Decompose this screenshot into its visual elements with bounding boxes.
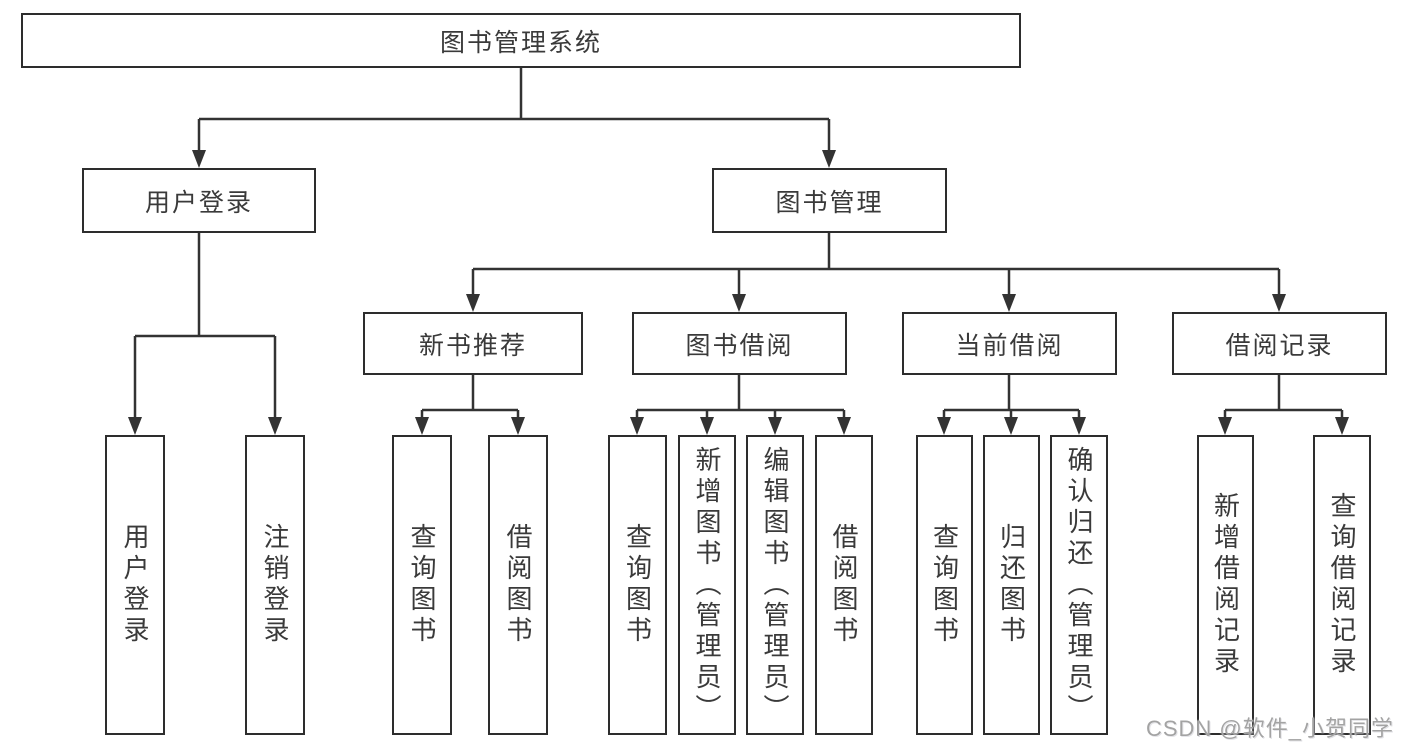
arrow-down-icon — [630, 417, 644, 435]
leaf-return-book: 归还图书 — [983, 435, 1040, 735]
leaf-query-books: 查询图书 — [916, 435, 973, 735]
node-new-book-recommendation: 新书推荐 — [363, 312, 583, 375]
watermark-text: CSDN @软件_小贺同学 — [1145, 716, 1394, 741]
leaf-add-book-admin: 新增图书（管理员） — [678, 435, 736, 735]
arrow-down-icon — [268, 417, 282, 435]
arrow-down-icon — [128, 417, 142, 435]
leaf-edit-book-admin: 编辑图书（管理员） — [746, 435, 804, 735]
arrow-down-icon — [1002, 294, 1016, 312]
arrow-down-icon — [192, 150, 206, 168]
arrow-down-icon — [511, 417, 525, 435]
node-borrowing-records: 借阅记录 — [1172, 312, 1387, 375]
leaf-query-books: 查询图书 — [608, 435, 667, 735]
node-book-borrowing: 图书借阅 — [632, 312, 847, 375]
node-book-management: 图书管理 — [712, 168, 947, 233]
arrow-down-icon — [837, 417, 851, 435]
arrow-down-icon — [937, 417, 951, 435]
arrow-down-icon — [768, 417, 782, 435]
arrow-down-icon — [1004, 417, 1018, 435]
node-user-login: 用户登录 — [82, 168, 316, 233]
arrow-down-icon — [1218, 417, 1232, 435]
leaf-query-borrow-record: 查询借阅记录 — [1313, 435, 1371, 735]
arrow-down-icon — [732, 294, 746, 312]
arrow-down-icon — [1335, 417, 1349, 435]
connector-path — [133, 68, 1344, 419]
arrow-down-icon — [466, 294, 480, 312]
node-current-borrowing: 当前借阅 — [902, 312, 1117, 375]
arrow-down-icon — [1272, 294, 1286, 312]
arrow-down-icon — [1072, 417, 1086, 435]
arrow-down-icon — [700, 417, 714, 435]
arrow-down-icon — [415, 417, 429, 435]
leaf-borrow-books: 借阅图书 — [815, 435, 873, 735]
arrow-down-icon — [822, 150, 836, 168]
leaf-confirm-return-admin: 确认归还（管理员） — [1050, 435, 1108, 735]
leaf-user-login: 用户登录 — [105, 435, 165, 735]
leaf-borrow-books: 借阅图书 — [488, 435, 548, 735]
leaf-query-books: 查询图书 — [392, 435, 452, 735]
node-library-management-system: 图书管理系统 — [21, 13, 1021, 68]
leaf-logout: 注销登录 — [245, 435, 305, 735]
leaf-add-borrow-record: 新增借阅记录 — [1197, 435, 1254, 735]
